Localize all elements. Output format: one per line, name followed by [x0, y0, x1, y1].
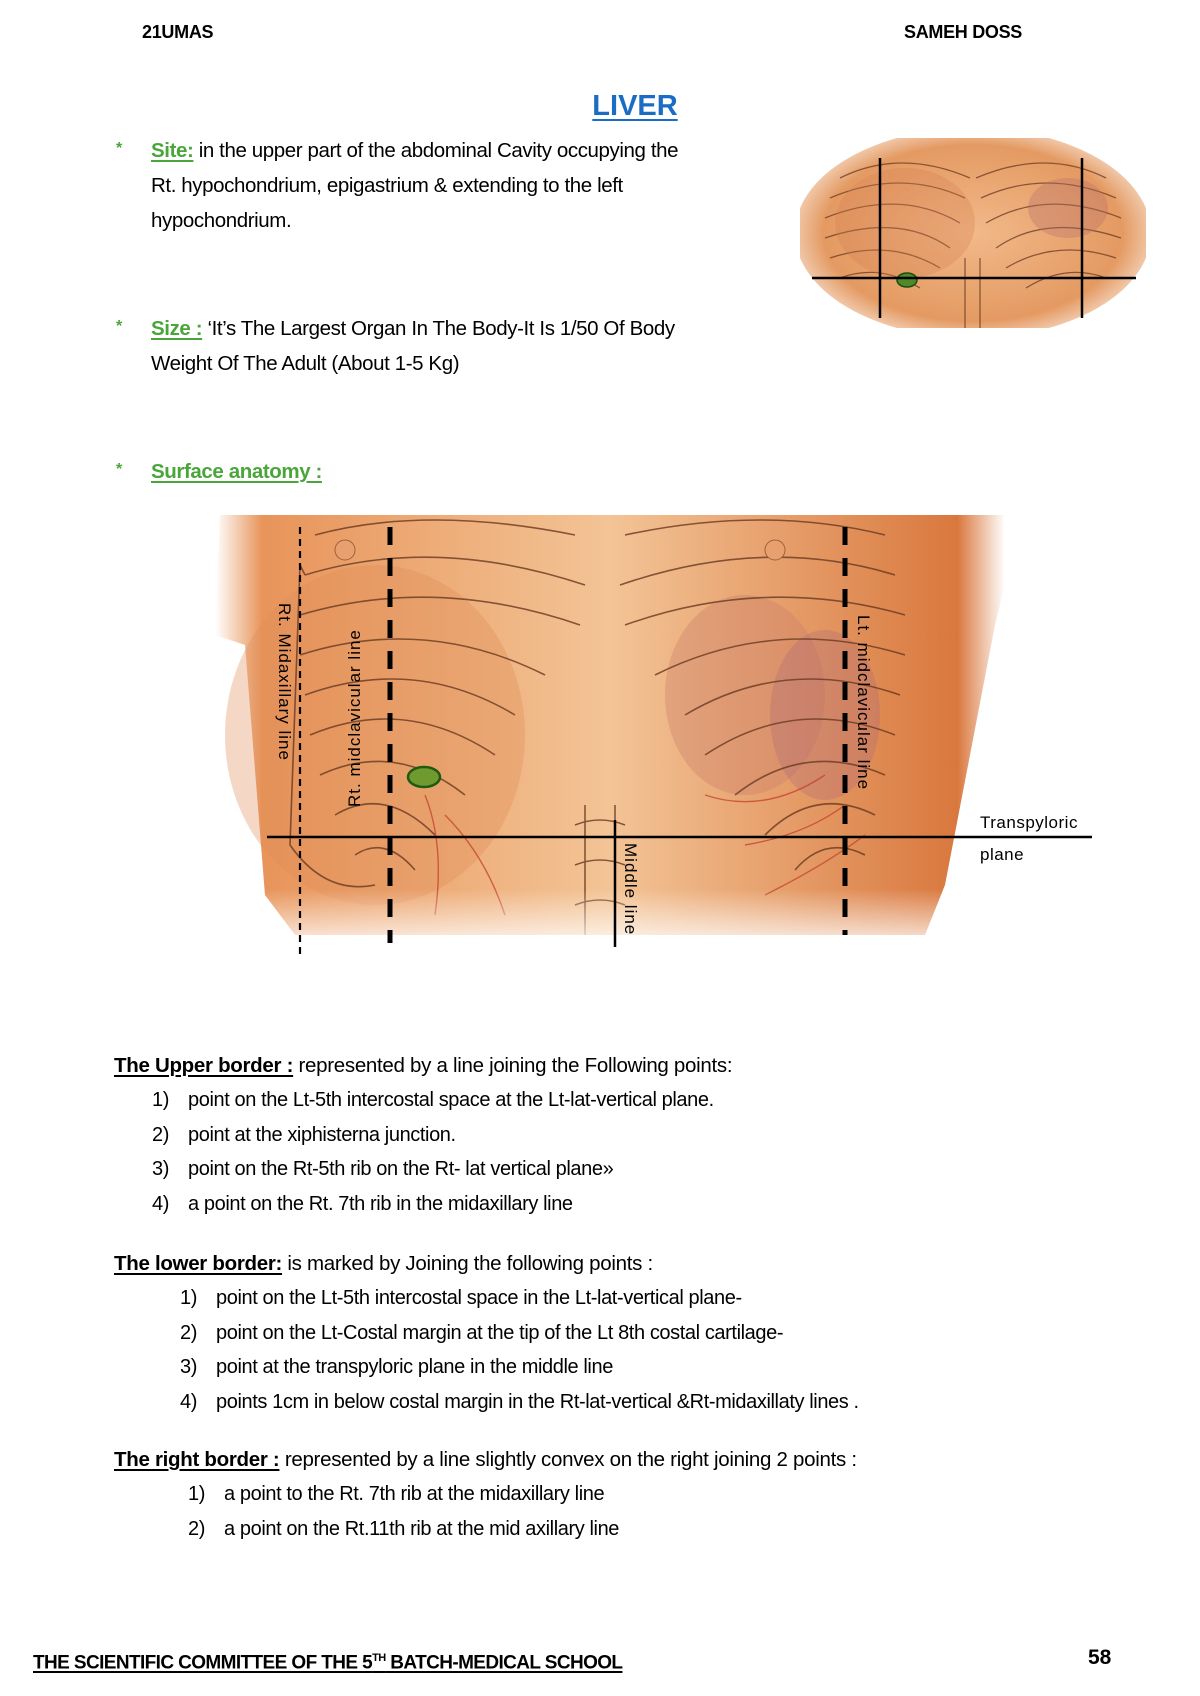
surface-anatomy-heading: Surface anatomy : — [151, 454, 322, 489]
large-abdomen-figure: Rt. Midaxillary line Rt. midclavicular l… — [205, 515, 1100, 955]
header-right-author: SAMEH DOSS — [904, 22, 1023, 42]
list-item: 4)a point on the Rt. 7th rib in the mida… — [152, 1192, 573, 1215]
size-paragraph: Size : ‘It’s The Largest Organ In The Bo… — [151, 311, 675, 381]
lower-border-heading: The lower border: is marked by Joining t… — [114, 1252, 653, 1276]
list-item: 4)points 1cm in below costal margin in t… — [180, 1390, 859, 1413]
abdomen-rib-cage-illustration-icon — [800, 138, 1146, 328]
size-text-line2: Weight Of The Adult (About 1-5 Kg) — [151, 352, 460, 375]
page-title: LIVER — [592, 90, 678, 122]
rt-midclavicular-line-label: Rt. midclavicular line — [345, 629, 364, 807]
site-paragraph: Site: in the upper part of the abdominal… — [151, 133, 679, 238]
right-border-heading: The right border : represented by a line… — [114, 1448, 857, 1472]
bullet-icon: * — [116, 318, 123, 335]
size-label: Size : — [151, 317, 203, 340]
transpyloric-plane-label-2: plane — [980, 845, 1025, 864]
abdomen-surface-anatomy-illustration-icon — [205, 515, 1100, 955]
list-item: 3)point at the transpyloric plane in the… — [180, 1356, 613, 1378]
middle-line-label: Middle line — [621, 843, 640, 936]
bullet-icon: * — [116, 461, 123, 478]
right-border-intro: represented by a line slightly convex on… — [279, 1448, 857, 1471]
list-item: 1)point on the Lt-5th intercostal space … — [180, 1287, 742, 1309]
header-left-text: 21UMAS — [142, 22, 214, 42]
site-label: Site: — [151, 139, 194, 162]
right-border-label: The right border : — [114, 1448, 280, 1471]
rt-midaxillary-line-label: Rt. Midaxillary line — [275, 603, 294, 761]
list-item: 2)a point on the Rt.11th rib at the mid … — [188, 1517, 620, 1540]
upper-border-list: 1)point on the Lt-5th intercostal space … — [152, 1089, 714, 1227]
size-text-line1: ‘It’s The Largest Organ In The Body-It I… — [202, 317, 675, 340]
list-item: 2)point on the Lt-Costal margin at the t… — [180, 1321, 784, 1344]
site-text-line2: Rt. hypochondrium, epigastrium & extendi… — [151, 174, 623, 197]
bullet-icon: * — [116, 140, 123, 157]
page-number: 58 — [1088, 1646, 1112, 1669]
lt-midclavicular-line-label: Lt. midclavicular line — [854, 615, 873, 791]
surface-anatomy-label: Surface anatomy : — [151, 460, 322, 483]
list-item: 1)a point to the Rt. 7th rib at the mida… — [188, 1483, 605, 1505]
upper-border-intro: represented by a line joining the Follow… — [293, 1054, 733, 1077]
transpyloric-plane-label: Transpyloric — [980, 813, 1078, 832]
lower-border-list: 1)point on the Lt-5th intercostal space … — [180, 1287, 859, 1425]
small-abdomen-figure — [800, 138, 1146, 328]
site-text-line1: in the upper part of the abdominal Cavit… — [193, 139, 679, 162]
upper-border-label: The Upper border : — [114, 1054, 294, 1077]
right-border-list: 1)a point to the Rt. 7th rib at the mida… — [188, 1483, 619, 1552]
list-item: 2)point at the xiphisterna junction. — [152, 1123, 456, 1146]
lower-border-label: The lower border: — [114, 1252, 283, 1275]
upper-border-heading: The Upper border : represented by a line… — [114, 1054, 733, 1078]
lower-border-intro: is marked by Joining the following point… — [282, 1252, 653, 1275]
footer-text: THE SCIENTIFIC COMMITTEE OF THE 5TH BATC… — [33, 1652, 623, 1674]
list-item: 3)point on the Rt-5th rib on the Rt- lat… — [152, 1158, 614, 1180]
site-text-line3: hypochondrium. — [151, 209, 292, 232]
list-item: 1)point on the Lt-5th intercostal space … — [152, 1089, 714, 1111]
